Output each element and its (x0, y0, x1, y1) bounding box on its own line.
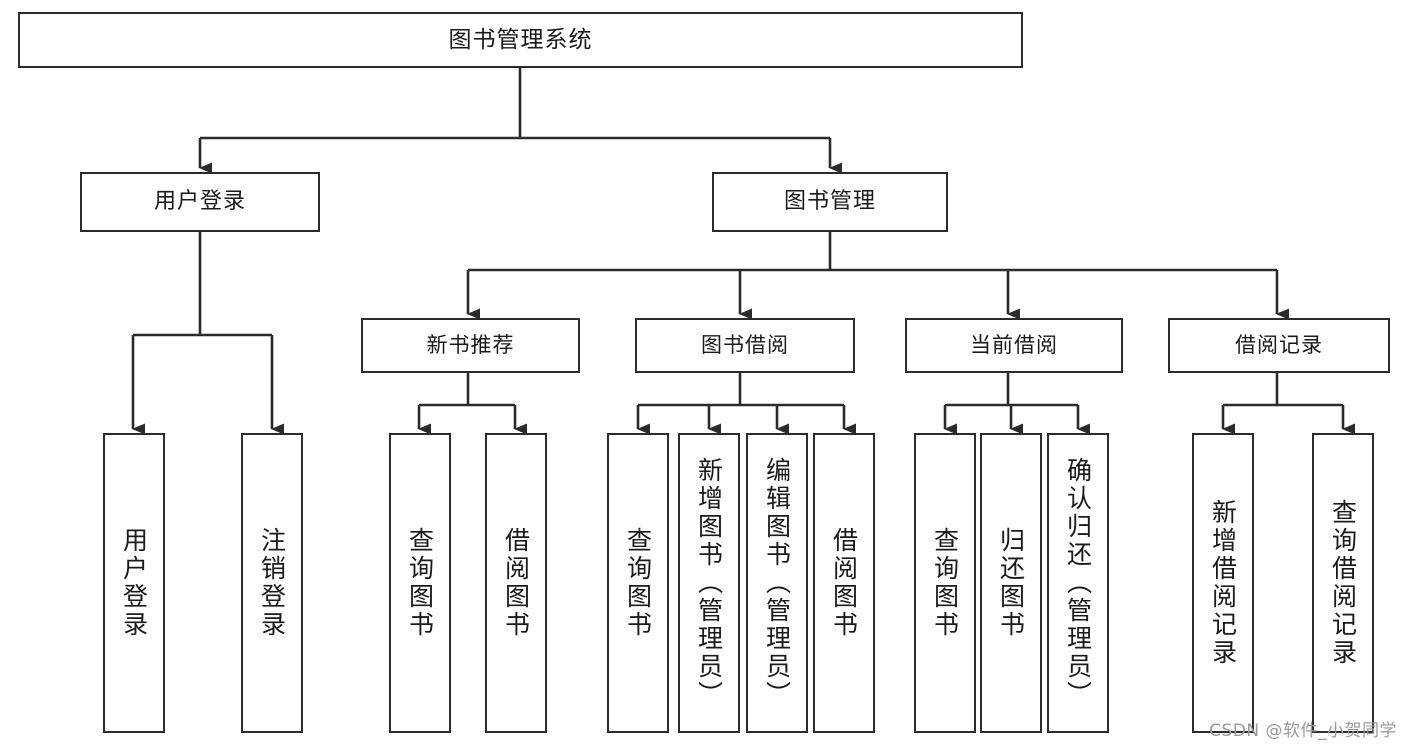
node-current-borrow[interactable]: 当前借阅 (905, 318, 1123, 373)
node-label: 查询借阅记录 (1328, 499, 1358, 667)
leaf-return-book[interactable]: 归还图书 (980, 433, 1042, 733)
leaf-logout-login[interactable]: 注销登录 (241, 433, 303, 733)
leaf-query-book-new[interactable]: 查询图书 (389, 433, 451, 733)
node-label: 编辑图书（管理员） (762, 457, 792, 709)
node-label: 确认归还（管理员） (1063, 457, 1093, 709)
node-label: 当前借阅 (970, 333, 1058, 358)
node-new-book-recommend[interactable]: 新书推荐 (361, 318, 580, 373)
node-label: 图书管理 (783, 189, 876, 215)
node-label: 查询图书 (405, 527, 435, 639)
leaf-add-book-admin[interactable]: 新增图书（管理员） (678, 433, 740, 733)
node-label: 新增图书（管理员） (694, 457, 724, 709)
node-borrow-record[interactable]: 借阅记录 (1168, 318, 1390, 373)
leaf-confirm-return-admin[interactable]: 确认归还（管理员） (1047, 433, 1109, 733)
node-book-management[interactable]: 图书管理 (712, 172, 948, 232)
node-book-borrow[interactable]: 图书借阅 (635, 318, 855, 373)
node-label: 借阅图书 (501, 527, 531, 639)
node-label: 新增借阅记录 (1208, 499, 1238, 667)
leaf-user-login[interactable]: 用户登录 (103, 433, 165, 733)
node-label: 查询图书 (930, 527, 960, 639)
node-label: 用户登录 (153, 189, 246, 215)
leaf-query-book-current[interactable]: 查询图书 (914, 433, 976, 733)
leaf-add-borrow-record[interactable]: 新增借阅记录 (1192, 433, 1254, 733)
node-label: 归还图书 (996, 527, 1026, 639)
leaf-query-book-borrow[interactable]: 查询图书 (607, 433, 669, 733)
node-label: 借阅图书 (829, 527, 859, 639)
leaf-query-borrow-record[interactable]: 查询借阅记录 (1312, 433, 1374, 733)
leaf-borrow-book[interactable]: 借阅图书 (813, 433, 875, 733)
node-root-system[interactable]: 图书管理系统 (18, 12, 1023, 68)
node-label: 用户登录 (119, 527, 149, 639)
node-user-login[interactable]: 用户登录 (80, 172, 320, 232)
node-label: 借阅记录 (1235, 333, 1323, 358)
node-label: 查询图书 (623, 527, 653, 639)
leaf-borrow-book-new[interactable]: 借阅图书 (485, 433, 547, 733)
node-label: 图书管理系统 (448, 26, 593, 53)
leaf-edit-book-admin[interactable]: 编辑图书（管理员） (746, 433, 808, 733)
watermark-text: CSDN @软件_小贺同学 (1209, 721, 1397, 741)
node-label: 注销登录 (257, 527, 287, 639)
node-label: 新书推荐 (426, 333, 515, 358)
node-label: 图书借阅 (701, 333, 789, 358)
